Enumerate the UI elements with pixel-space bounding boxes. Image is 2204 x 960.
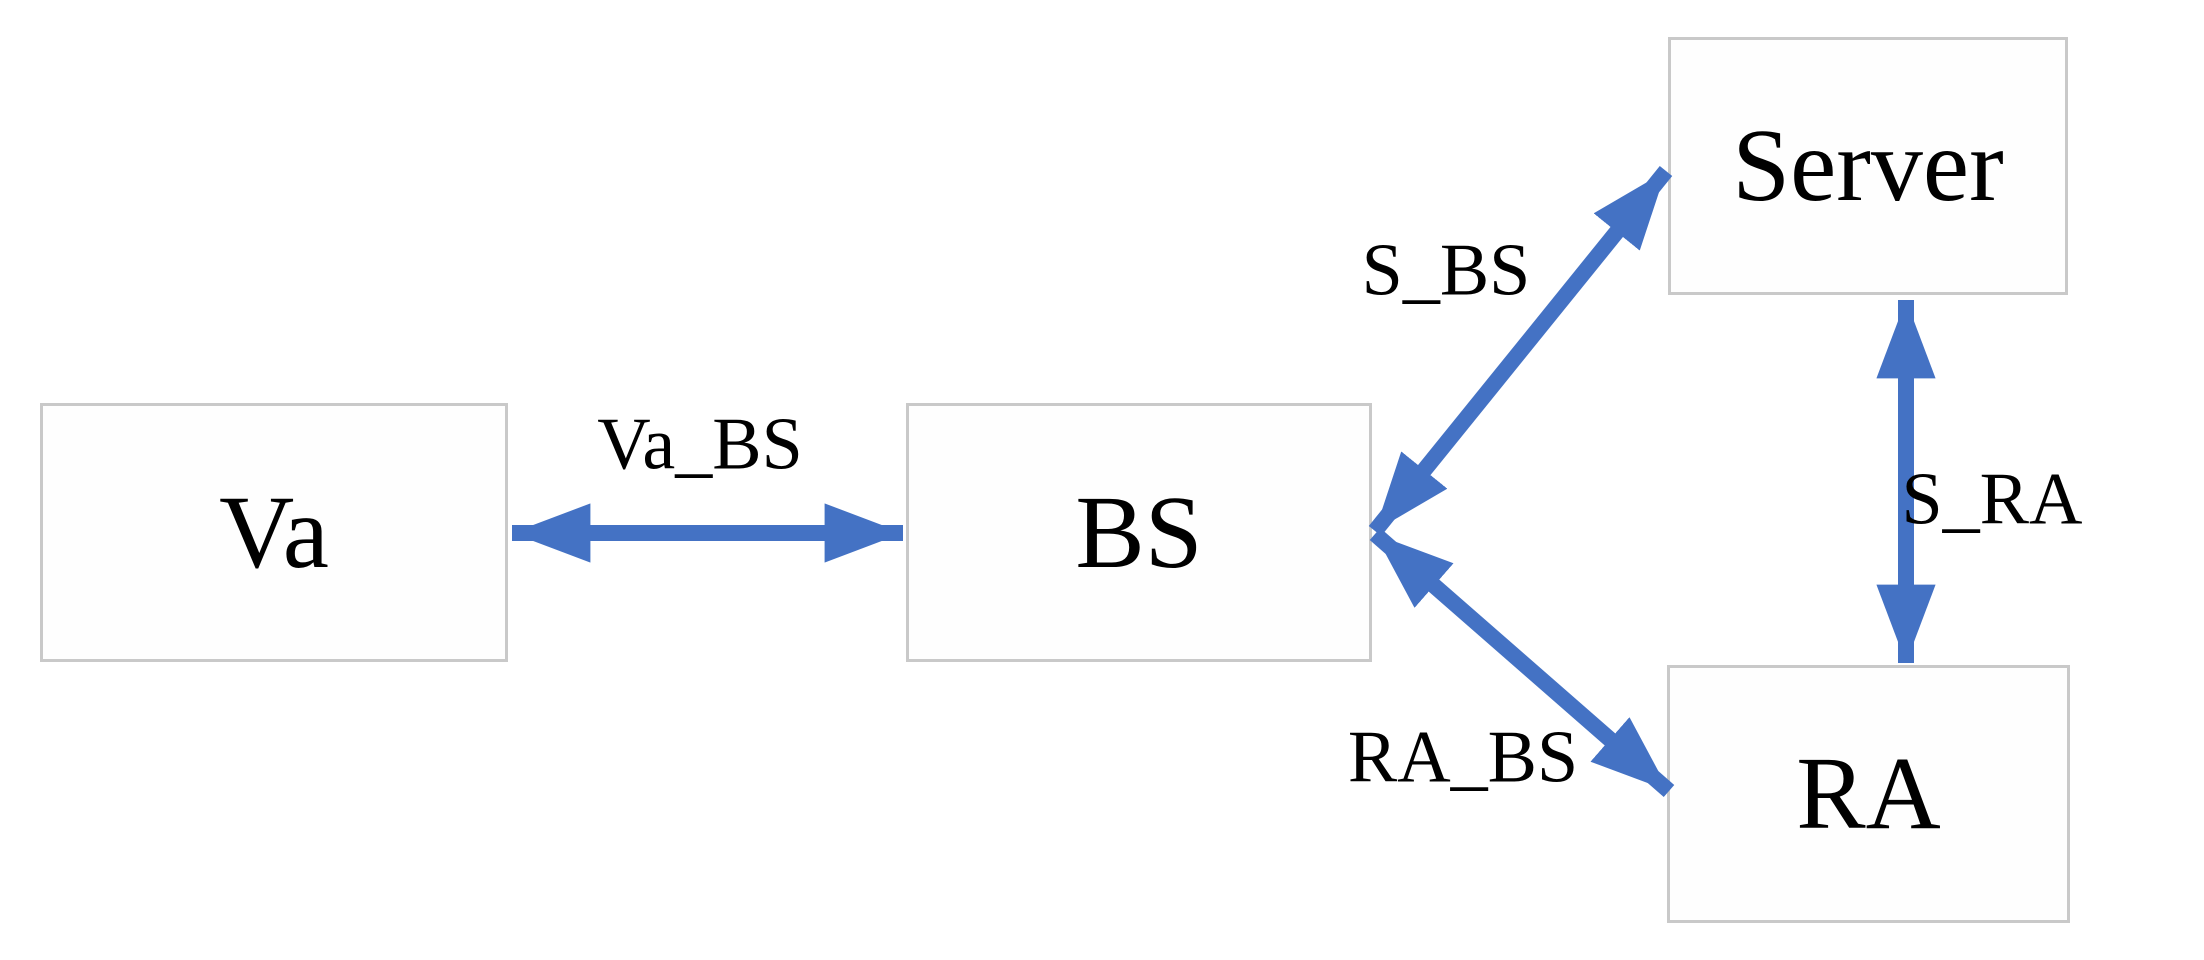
node-bs: BS bbox=[906, 403, 1372, 662]
edge-label-s-ra: S_RA bbox=[1901, 458, 2083, 541]
node-server: Server bbox=[1668, 37, 2068, 295]
node-va-label: Va bbox=[219, 474, 329, 590]
node-server-label: Server bbox=[1732, 108, 2004, 223]
node-ra: RA bbox=[1667, 665, 2070, 923]
node-bs-label: BS bbox=[1075, 474, 1203, 590]
edge-label-s-bs: S_BS bbox=[1361, 229, 1531, 312]
edge-label-ra-bs: RA_BS bbox=[1347, 716, 1579, 799]
node-va: Va bbox=[40, 403, 508, 662]
edge-s-bs-arrow bbox=[1368, 165, 1673, 537]
edge-label-va-bs: Va_BS bbox=[597, 403, 803, 486]
node-ra-label: RA bbox=[1796, 736, 1941, 851]
